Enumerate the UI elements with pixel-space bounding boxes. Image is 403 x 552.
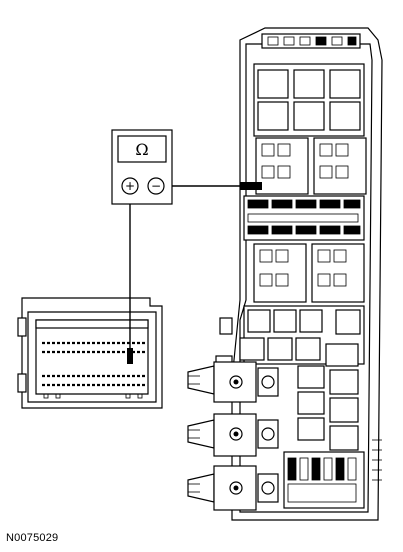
positive-terminal bbox=[121, 177, 139, 195]
ohmmeter: Ω + − bbox=[111, 129, 173, 205]
mini-relay-grid bbox=[239, 305, 365, 367]
figure-reference: N0075029 bbox=[6, 532, 59, 544]
fuse-strip bbox=[243, 195, 365, 241]
ohm-symbol: Ω bbox=[135, 140, 148, 159]
small-relay-column bbox=[297, 365, 359, 451]
housing-ribs bbox=[372, 439, 382, 481]
battery-terminal-studs bbox=[187, 361, 279, 511]
bottom-fuse-slots bbox=[283, 451, 365, 509]
terminal-stud-1 bbox=[187, 361, 279, 403]
terminal-stud-2 bbox=[187, 413, 279, 457]
negative-terminal-label: − bbox=[151, 179, 161, 193]
negative-terminal bbox=[147, 177, 165, 195]
relay-block-top bbox=[253, 63, 365, 137]
test-leads bbox=[127, 185, 244, 364]
fuse-relay-box bbox=[215, 27, 383, 521]
positive-terminal-label: + bbox=[125, 179, 135, 193]
meter-display bbox=[117, 135, 167, 163]
relay-pair-upper bbox=[240, 137, 367, 195]
relay-pair-lower bbox=[253, 243, 365, 303]
terminal-stud-3 bbox=[187, 465, 279, 511]
module-connector bbox=[17, 297, 163, 409]
